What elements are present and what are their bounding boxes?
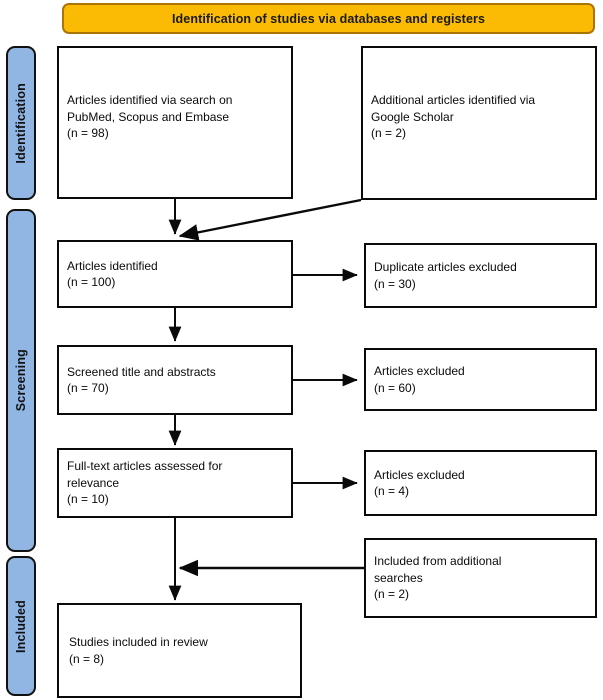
phase-bar-screening-label: Screening — [14, 349, 28, 412]
box-screened-titles-abstracts-text: Screened title and abstracts (n = 70) — [67, 364, 216, 396]
phase-bar-included-label: Included — [14, 599, 28, 653]
box-articles-identified-text: Articles identified (n = 100) — [67, 258, 158, 290]
box-google-scholar: Additional articles identified via Googl… — [361, 46, 597, 200]
box-studies-included-text: Studies included in review (n = 8) — [69, 635, 208, 666]
box-articles-excluded-screening: Articles excluded (n = 60) — [364, 348, 597, 411]
box-articles-identified: Articles identified (n = 100) — [57, 240, 293, 308]
phase-bar-screening: Screening — [6, 209, 36, 552]
box-fulltext-assessed-text: Full-text articles assessed for relevanc… — [67, 459, 223, 507]
box-articles-excluded-screening-text: Articles excluded (n = 60) — [374, 364, 465, 395]
box-articles-excluded-fulltext: Articles excluded (n = 4) — [364, 450, 597, 516]
box-included-additional-searches: Included from additional searches (n = 2… — [364, 538, 597, 618]
box-duplicates-excluded: Duplicate articles excluded (n = 30) — [364, 243, 597, 308]
box-fulltext-assessed: Full-text articles assessed for relevanc… — [57, 448, 293, 518]
box-articles-excluded-fulltext-text: Articles excluded (n = 4) — [374, 467, 465, 499]
box-google-scholar-text: Additional articles identified via Googl… — [371, 93, 536, 140]
box-screened-titles-abstracts: Screened title and abstracts (n = 70) — [57, 345, 293, 415]
box-duplicates-excluded-text: Duplicate articles excluded (n = 30) — [374, 260, 517, 291]
box-database-search: Articles identified via search on PubMed… — [57, 46, 293, 199]
phase-banner-identification: Identification of studies via databases … — [62, 3, 595, 34]
phase-bar-identification-label: Identification — [14, 82, 28, 164]
phase-bar-identification: Identification — [6, 46, 36, 200]
box-included-additional-searches-text: Included from additional searches (n = 2… — [374, 554, 502, 602]
phase-bar-included: Included — [6, 556, 36, 696]
box-database-search-text: Articles identified via search on PubMed… — [67, 93, 233, 140]
phase-banner-label: Identification of studies via databases … — [171, 11, 486, 26]
box-studies-included: Studies included in review (n = 8) — [57, 603, 302, 698]
